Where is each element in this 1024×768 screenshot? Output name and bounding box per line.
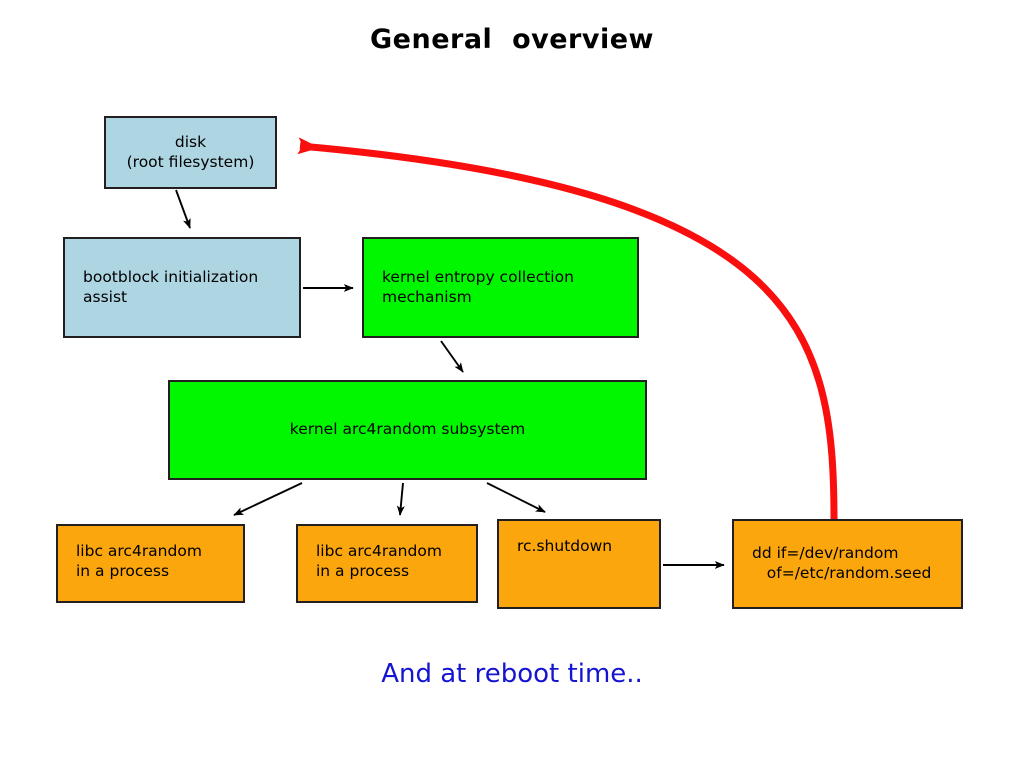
edge-arc4random-to-rc-shutdown bbox=[486, 482, 546, 513]
page-title: General overview bbox=[370, 24, 654, 55]
node-bootblock-initialization-assist[interactable]: bootblock initialization assist bbox=[63, 237, 301, 338]
node-libc-process-2-label: libc arc4random in a process bbox=[316, 542, 442, 580]
node-dd-random-seed[interactable]: dd if=/dev/random of=/etc/random.seed bbox=[732, 519, 963, 609]
node-libc-arc4random-process-2[interactable]: libc arc4random in a process bbox=[296, 524, 478, 603]
node-disk[interactable]: disk (root filesystem) bbox=[104, 116, 277, 189]
node-libc-arc4random-process-1[interactable]: libc arc4random in a process bbox=[56, 524, 245, 603]
node-rc-shutdown[interactable]: rc.shutdown bbox=[497, 519, 661, 609]
footer-caption: And at reboot time.. bbox=[381, 659, 643, 689]
node-arc4random-label: kernel arc4random subsystem bbox=[289, 420, 526, 439]
node-kernel-entropy-collection-mechanism[interactable]: kernel entropy collection mechanism bbox=[362, 237, 639, 338]
node-kernel-arc4random-subsystem[interactable]: kernel arc4random subsystem bbox=[168, 380, 647, 480]
node-disk-label: disk (root filesystem) bbox=[126, 132, 255, 171]
node-libc-process-1-label: libc arc4random in a process bbox=[76, 542, 202, 580]
node-bootblock-label: bootblock initialization assist bbox=[83, 267, 259, 306]
node-entropy-label: kernel entropy collection mechanism bbox=[382, 267, 574, 306]
edge-arc4random-to-libc-1 bbox=[233, 482, 303, 516]
edge-disk-to-bootblock bbox=[175, 189, 191, 229]
node-dd-seed-label: dd if=/dev/random of=/etc/random.seed bbox=[752, 544, 932, 582]
node-rc-shutdown-label: rc.shutdown bbox=[517, 537, 613, 555]
edge-entropy-to-arc4random bbox=[440, 340, 464, 373]
edge-arc4random-to-libc-2 bbox=[396, 482, 405, 516]
